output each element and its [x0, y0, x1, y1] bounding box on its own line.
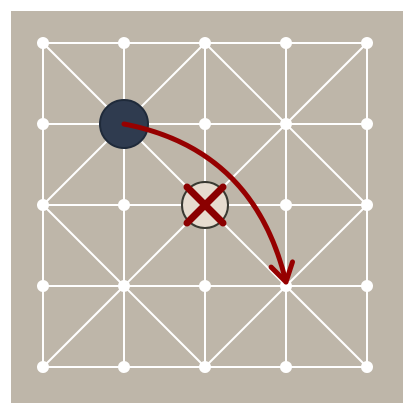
board-node	[280, 361, 292, 373]
board-node	[361, 118, 373, 130]
x-mark-stroke	[183, 183, 227, 227]
move-arrow	[121, 121, 295, 285]
board-line-diagonal	[285, 285, 368, 368]
board-node	[118, 37, 130, 49]
board-line-diagonal	[204, 42, 287, 125]
capture-x-mark	[183, 183, 227, 227]
board-line-diagonal	[42, 285, 125, 368]
board-node	[37, 118, 49, 130]
board-node	[361, 37, 373, 49]
board-line-diagonal	[42, 204, 125, 287]
board-node	[37, 280, 49, 292]
board-node	[361, 280, 373, 292]
board-node	[361, 361, 373, 373]
board-node	[37, 199, 49, 211]
board-line-diagonal	[285, 204, 368, 287]
pieces-layer	[99, 99, 229, 229]
board-node	[118, 199, 130, 211]
board-node	[37, 37, 49, 49]
board-line-diagonal	[204, 285, 287, 368]
board-node	[280, 199, 292, 211]
board-node	[199, 37, 211, 49]
board-node	[199, 361, 211, 373]
board-line-diagonal	[123, 285, 206, 368]
move-arrow-layer	[121, 121, 295, 285]
board-line-diagonal	[285, 123, 368, 206]
board-node	[118, 280, 130, 292]
board-line-diagonal	[285, 42, 368, 125]
board-node	[199, 118, 211, 130]
board-node	[199, 280, 211, 292]
board-node	[280, 118, 292, 130]
board-node	[37, 361, 49, 373]
board-node	[280, 37, 292, 49]
board-node	[118, 361, 130, 373]
board-node	[361, 199, 373, 211]
